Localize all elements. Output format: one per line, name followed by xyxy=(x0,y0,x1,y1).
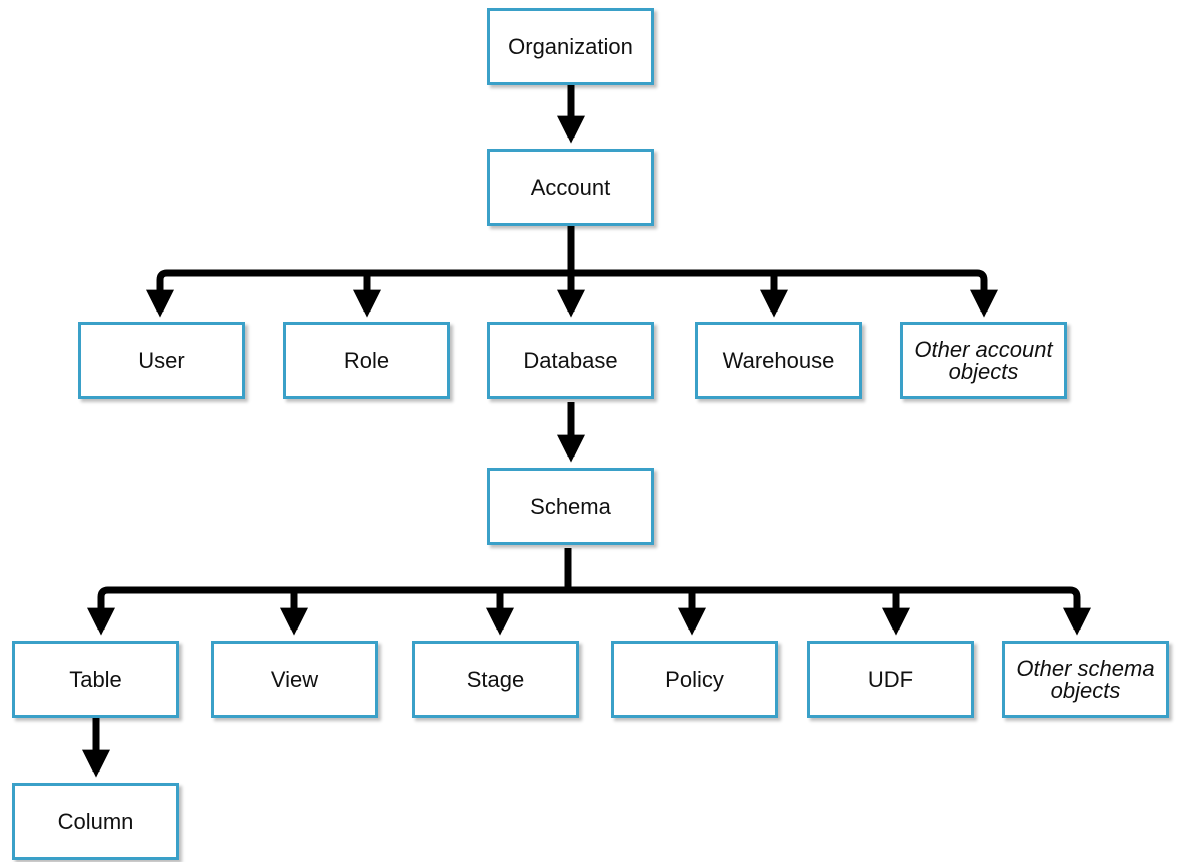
edge-schema-table xyxy=(87,586,115,636)
node-view-label: View xyxy=(270,666,319,692)
edge-schema-other xyxy=(1063,586,1091,636)
node-other-account-objects-label: Other account objects xyxy=(914,336,1053,384)
node-table: Table xyxy=(12,641,179,718)
node-column: Column xyxy=(12,783,179,860)
node-role-label: Role xyxy=(343,347,390,373)
node-stage-label: Stage xyxy=(466,666,525,692)
node-warehouse: Warehouse xyxy=(695,322,862,399)
node-role: Role xyxy=(283,322,450,399)
node-account-label: Account xyxy=(530,174,611,200)
edge-account-other xyxy=(970,269,998,318)
node-other-schema-objects-label: Other schema objects xyxy=(1016,655,1155,703)
node-stage: Stage xyxy=(412,641,579,718)
edge-account-user xyxy=(146,269,174,318)
node-schema-label: Schema xyxy=(530,493,611,519)
node-warehouse-label: Warehouse xyxy=(722,347,835,373)
node-account: Account xyxy=(487,149,654,226)
node-user: User xyxy=(78,322,245,399)
node-user-label: User xyxy=(138,347,185,373)
node-column-label: Column xyxy=(57,808,134,834)
node-organization-label: Organization xyxy=(508,33,633,59)
node-organization: Organization xyxy=(487,8,654,85)
node-database: Database xyxy=(487,322,654,399)
node-udf-label: UDF xyxy=(867,666,914,692)
node-database-label: Database xyxy=(523,347,618,373)
node-schema: Schema xyxy=(487,468,654,545)
node-udf: UDF xyxy=(807,641,974,718)
node-policy-label: Policy xyxy=(665,666,724,692)
node-policy: Policy xyxy=(611,641,778,718)
node-other-schema-objects: Other schema objects xyxy=(1002,641,1169,718)
node-table-label: Table xyxy=(69,666,122,692)
node-other-account-objects: Other account objects xyxy=(900,322,1067,399)
node-view: View xyxy=(211,641,378,718)
